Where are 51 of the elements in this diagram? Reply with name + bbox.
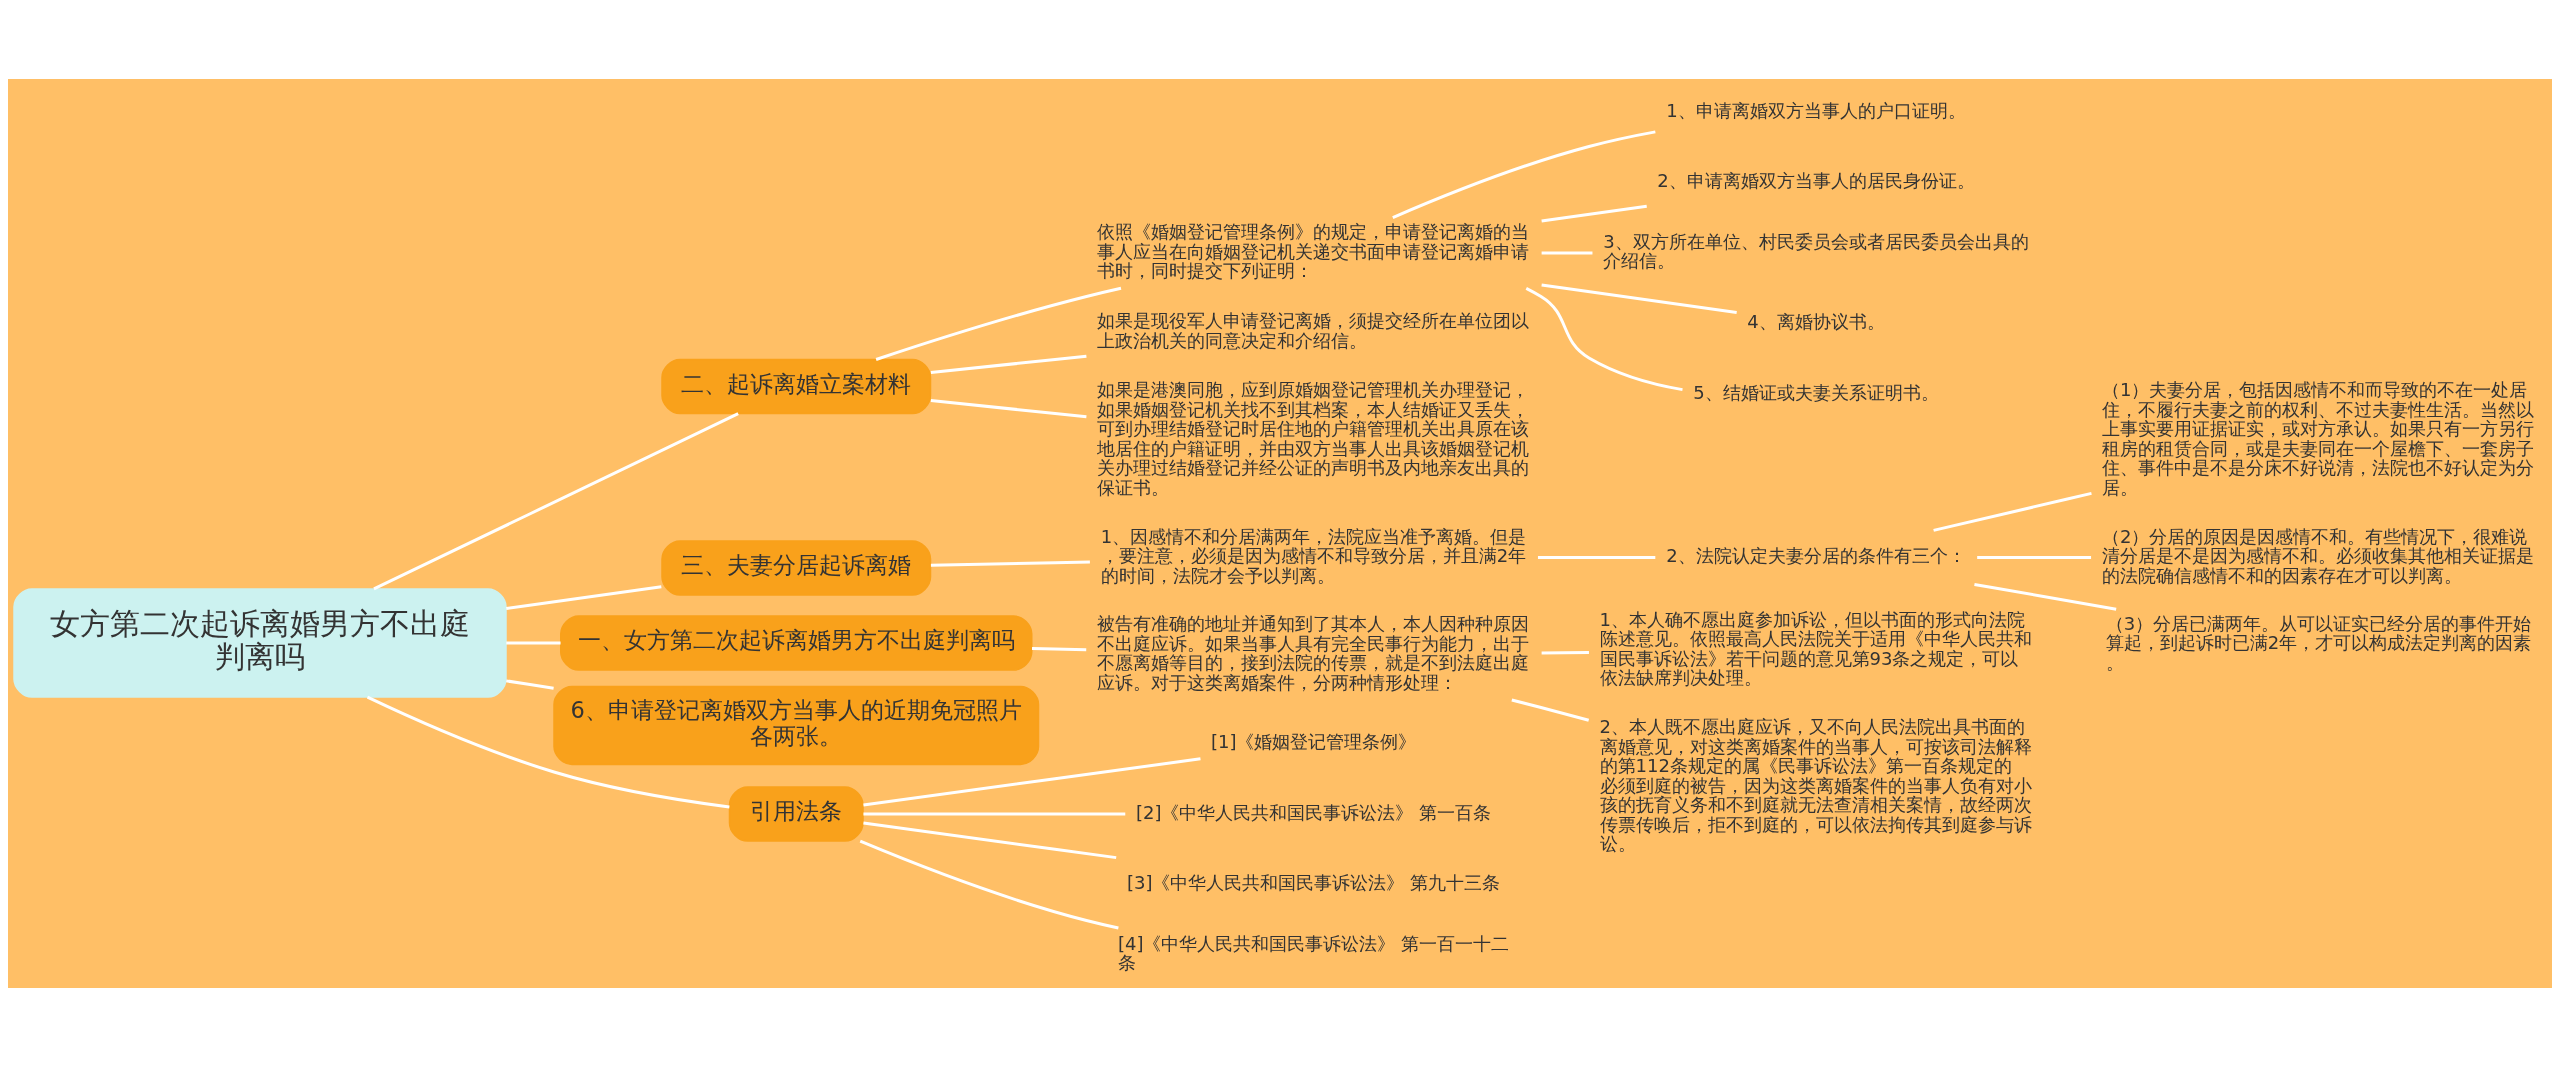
connector bbox=[1537, 556, 1656, 559]
node-text: 被告有准确的地址并通知到了其本人，本人因种种原因不出庭应诉。如果当事人具有完全民事行为能力，出于不愿离婚等目的，接到法院的传票，就是不到法庭出庭应诉。对于这类离婚案件，分两种情形处理： bbox=[1097, 613, 1529, 693]
node-text: 如果是现役军人申请登记离婚，须提交经所在单位团以上政治机关的同意决定和介绍信。 bbox=[1097, 310, 1529, 351]
node-box: 一、女方第二次起诉离婚男方不出庭判离吗 bbox=[560, 615, 1033, 671]
connector bbox=[373, 412, 739, 591]
node-text: [4]《中华人民共和国民事诉讼法》 第一百一十二条 bbox=[1118, 932, 1510, 974]
connector bbox=[506, 679, 554, 690]
node-text: 4、离婚协议书。 bbox=[1747, 311, 1885, 333]
connector bbox=[875, 286, 1122, 361]
node-text: 1、本人确不愿出庭参加诉讼，但以书面的形式向法院陈述意见。依照最高人民法院关于适用《中华人民共和国民事诉讼法》若干问题的意见第93条之规定，可以依法缺席判决处理。 bbox=[1599, 608, 2032, 689]
connector bbox=[859, 839, 1119, 930]
connector bbox=[506, 585, 662, 611]
node-text: [1]《婚姻登记管理条例》 bbox=[1211, 731, 1417, 753]
connector bbox=[1541, 204, 1647, 223]
connector bbox=[863, 757, 1201, 807]
node-box: 二、起诉离婚立案材料 bbox=[661, 358, 932, 415]
node-text: 1、因感情不和分居满两年，法院应当准予离婚。但是，要注意，必须是因为感情不和导致分居，并且满2年的时间，法院才会予以判离。 bbox=[1100, 525, 1527, 586]
node-text: [2]《中华人民共和国民事诉讼法》 第一百条 bbox=[1136, 801, 1492, 823]
connector bbox=[863, 821, 1117, 860]
node-text: 1、申请离婚双方当事人的户口证明。 bbox=[1666, 99, 1966, 121]
connector bbox=[1974, 583, 2117, 611]
node-text: [3]《中华人民共和国民事诉讼法》 第九十三条 bbox=[1127, 872, 1501, 894]
node-text: （2）分居的原因是因感情不和。有些情况下，很难说清分居是不是因为感情不和。必须收集其他相关证据是的法院确信感情不和的因素存在才可以判离。 bbox=[2102, 525, 2534, 586]
node-box: 6、申请登记离婚双方当事人的近期免冠照片各两张。 bbox=[553, 685, 1040, 766]
node-box: 引用法条 bbox=[728, 786, 864, 842]
node-text: 2、法院认定夫妻分居的条件有三个： bbox=[1666, 545, 1966, 567]
node-text: 5、结婚证或夫妻关系证明书。 bbox=[1693, 381, 1939, 403]
connector bbox=[930, 354, 1087, 374]
node-box: 三、夫妻分居起诉离婚 bbox=[661, 540, 932, 596]
node-text: 2、本人既不愿出庭应诉，又不向人民法院出具书面的离婚意见，对这类离婚案件的当事人，可按该司法解释的第112条规定的属《民事诉讼法》第一百条规定的必须到庭的被告，因为这类离婚案件的当事人负有对小孩的抚育义务和不到庭就无法查清相关案情，故经两次传票传唤后，拒不到庭的，可以依法拘传其到庭参与诉讼。 bbox=[1599, 716, 2032, 855]
connector bbox=[930, 399, 1087, 419]
connector bbox=[1392, 130, 1656, 219]
connector bbox=[1525, 286, 1683, 392]
connector bbox=[1541, 283, 1737, 314]
node-text: （1）夫妻分居，包括因感情不和而导致的不在一处居住，不履行夫妻之前的权利、不过夫妻性生活。当然以上事实要用证据证实，或对方承认。如果只有一方另行租房的租赁合同，或是夫妻同在一个屋檐下、一套房子住、事件中是不是分床不好说清，法院也不好认定为分居。 bbox=[2102, 379, 2534, 498]
node-text: 如果是港澳同胞，应到原婚姻登记管理机关办理登记，如果婚姻登记机关找不到其档案，本人结婚证又丢失，可到办理结婚登记时居住地的户籍管理机关出具原在该地居住的户籍证明，并由双方当事人出具该婚姻登记机关办理过结婚登记并经公证的声明书及内地亲友出具的保证书。 bbox=[1097, 379, 1529, 498]
connector bbox=[1933, 491, 2092, 532]
connector bbox=[1977, 556, 2092, 559]
connector bbox=[366, 695, 730, 809]
connector bbox=[863, 812, 1126, 816]
node-text: 3、双方所在单位、村民委员会或者居民委员会出具的介绍信。 bbox=[1603, 230, 2029, 272]
node-text: （3）分居已满两年。从可以证实已经分居的事件开始算起，到起诉时已满2年，才可以构成法定判离的因素。 bbox=[2105, 612, 2532, 673]
connector bbox=[930, 560, 1090, 567]
connector bbox=[1541, 651, 1589, 655]
connector bbox=[1511, 698, 1590, 722]
node-box: 女方第二次起诉离婚男方不出庭判离吗 bbox=[13, 588, 507, 698]
node-text: 依照《婚姻登记管理条例》的规定，申请登记离婚的当事人应当在向婚姻登记机关递交书面申请登记离婚申请书时，同时提交下列证明： bbox=[1097, 221, 1529, 282]
connector bbox=[506, 641, 561, 645]
connector bbox=[1032, 646, 1087, 652]
node-text: 2、申请离婚双方当事人的居民身份证。 bbox=[1657, 170, 1975, 192]
connector bbox=[1541, 251, 1593, 255]
